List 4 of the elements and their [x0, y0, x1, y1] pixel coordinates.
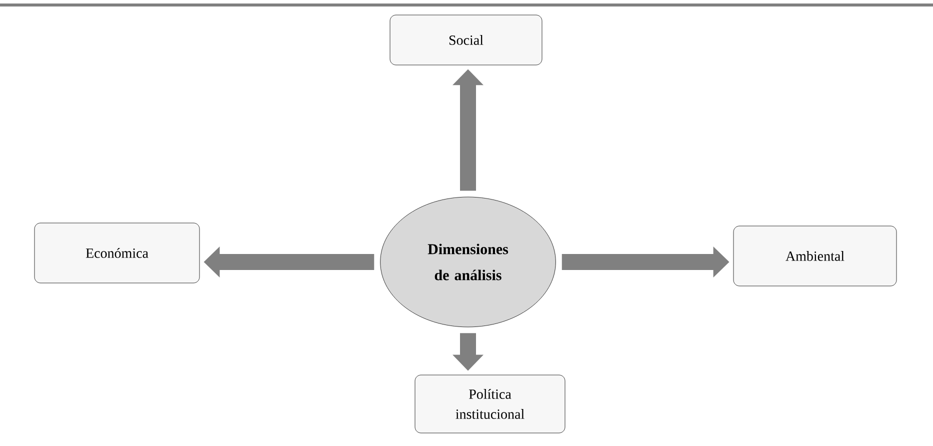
dimension-box: Social [390, 14, 542, 66]
dimension-box: Económica [34, 222, 200, 284]
dimension-box: Política institucional [414, 374, 566, 434]
dimension-box: Ambiental [733, 226, 897, 286]
